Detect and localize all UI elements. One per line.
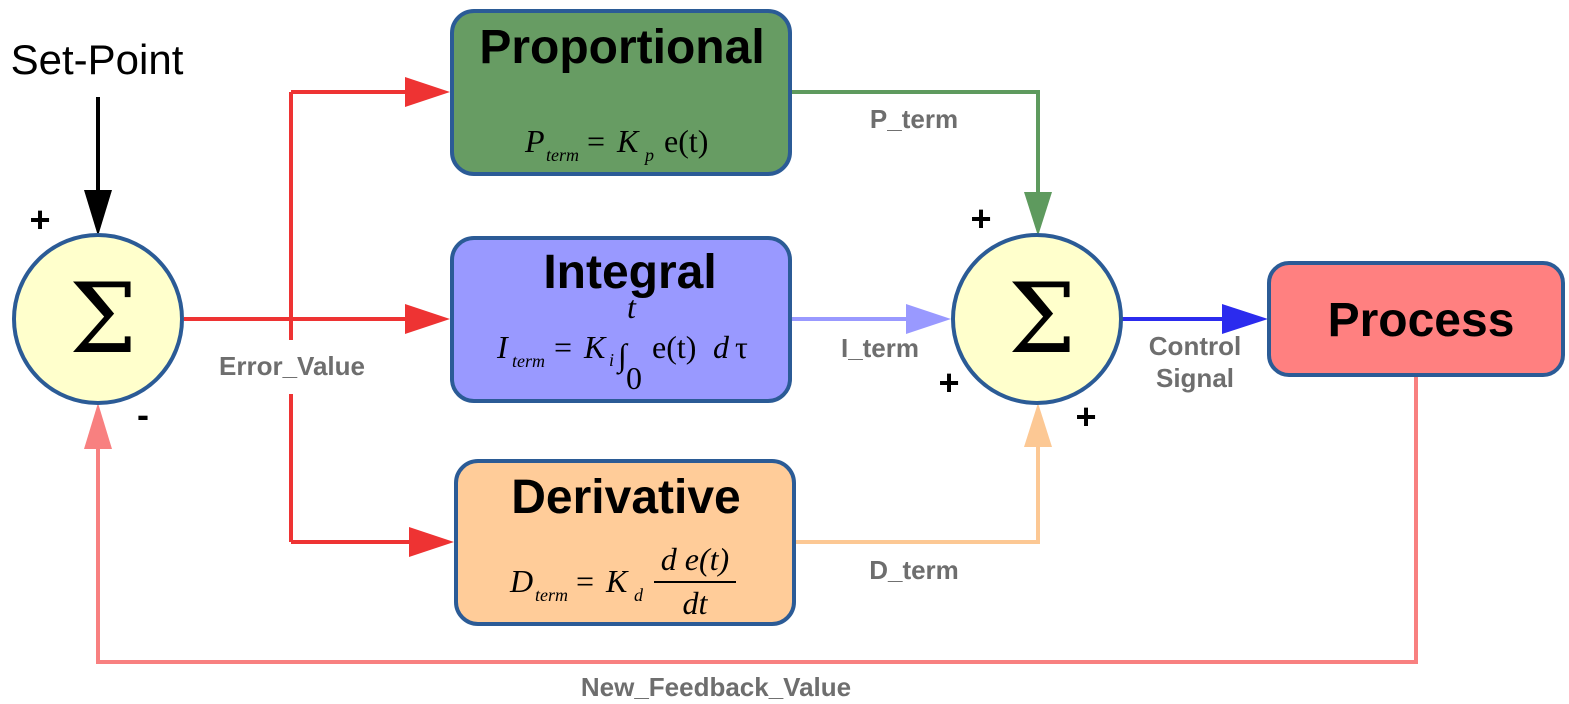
integral-title: Integral [543, 246, 716, 299]
p-formula-lhs-sub: term [546, 145, 579, 165]
control-signal-label-line1: Control [1149, 331, 1241, 361]
integral-block: Integral I term = K i ∫ t 0 e(t) d τ [450, 236, 792, 403]
output-sum-plus-right: + [1075, 396, 1096, 437]
p-formula-gain: K [616, 123, 640, 159]
i-formula-upper-limit: t [627, 289, 637, 325]
p-term-connector [790, 90, 1052, 236]
proportional-formula: P term = K p e(t) [524, 123, 708, 165]
i-formula-lower-limit: 0 [626, 360, 642, 396]
derivative-box [454, 459, 796, 626]
error-summation-node: Σ [12, 233, 184, 405]
d-term-connector [794, 403, 1052, 544]
proportional-block: Proportional P term = K p e(t) [450, 9, 792, 176]
p-formula-eq: = [587, 123, 605, 159]
derivative-block: Derivative D term = K d d e(t) dt [454, 459, 796, 626]
output-summation-node: Σ [951, 233, 1123, 405]
proportional-title: Proportional [479, 21, 764, 74]
output-sum-symbol: Σ [1008, 263, 1076, 375]
i-formula-var: τ [735, 329, 748, 365]
d-formula-lhs: D [509, 563, 533, 599]
integral-formula: I term = K i ∫ t 0 e(t) d τ [496, 289, 748, 396]
feedback-label: New_Feedback_Value [581, 672, 851, 702]
control-signal-label-line2: Signal [1156, 363, 1234, 393]
p-formula-gain-sub: p [643, 145, 654, 165]
integral-box [450, 236, 792, 403]
process-block: Process [1267, 261, 1565, 377]
p-formula-lhs: P [524, 123, 545, 159]
control-signal-connector [1121, 304, 1268, 334]
d-term-label: D_term [869, 555, 959, 585]
error-sum-plus-sign: + [29, 199, 50, 240]
feedback-connector [84, 376, 1418, 664]
error-sum-symbol: Σ [69, 263, 137, 375]
d-formula-lhs-sub: term [535, 585, 568, 605]
output-sum-plus-top: + [970, 198, 991, 239]
i-formula-lhs: I [496, 329, 509, 365]
i-term-connector [790, 304, 951, 334]
i-formula-gain: K [583, 329, 607, 365]
arrowhead-integral [405, 304, 450, 334]
d-formula-eq: = [576, 563, 594, 599]
p-term-label: P_term [870, 104, 958, 134]
i-formula-gain-sub: i [609, 350, 614, 370]
integral-sign: ∫ [616, 337, 629, 375]
derivative-formula: D term = K d d e(t) dt [509, 541, 736, 621]
error-value-label: Error_Value [219, 351, 365, 381]
d-formula-gain: K [605, 563, 629, 599]
p-formula-body: e(t) [664, 123, 708, 159]
i-formula-body: e(t) [652, 329, 696, 365]
setpoint-arrow [84, 97, 112, 236]
arrowhead-derivative [409, 527, 454, 557]
error-connectors [184, 77, 454, 557]
error-sum-minus-sign: - [137, 394, 149, 435]
process-box [1267, 261, 1565, 377]
arrowhead-proportional [405, 77, 450, 107]
i-formula-lhs-sub: term [512, 351, 545, 371]
d-formula-denominator: dt [683, 585, 709, 621]
d-formula-numerator: d e(t) [661, 541, 729, 577]
proportional-box [450, 9, 792, 176]
derivative-title: Derivative [511, 471, 740, 524]
i-formula-eq: = [554, 329, 572, 365]
d-formula-gain-sub: d [634, 585, 644, 605]
output-sum-plus-left: + [938, 362, 959, 403]
i-formula-diff: d [713, 329, 730, 365]
setpoint-label: Set-Point [11, 36, 184, 83]
i-term-label: I_term [841, 333, 919, 363]
process-title: Process [1328, 294, 1515, 347]
